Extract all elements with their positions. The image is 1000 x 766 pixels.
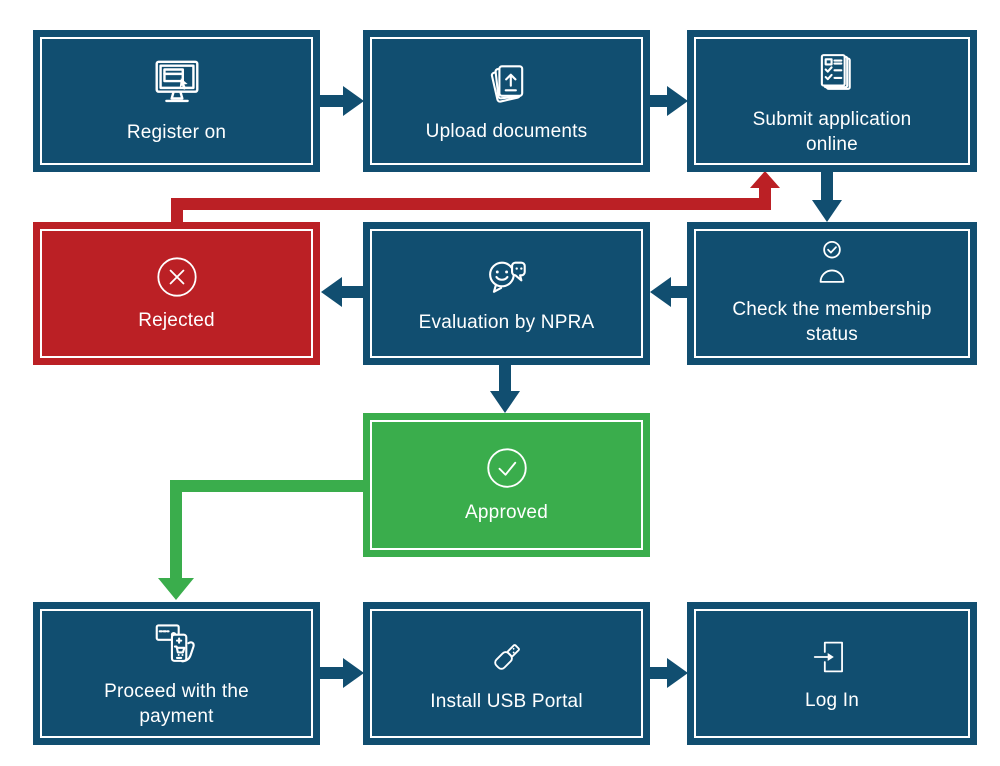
node-register: Register on <box>33 30 320 172</box>
edge-evaluation-approved-shaft <box>499 365 511 392</box>
node-submit: Submit application online <box>687 30 977 172</box>
node-evaluation: Evaluation by NPRA <box>363 222 650 365</box>
node-register-label: Register on <box>126 122 227 144</box>
edge-payment-usb-arrowhead <box>343 658 364 688</box>
node-check: Check the membership status <box>687 222 977 365</box>
edge-evaluation-approved-arrowhead <box>490 391 520 413</box>
edge-usb-login-arrowhead <box>667 658 688 688</box>
edge-rejected-submit-upright <box>759 187 771 210</box>
edge-submit-check-shaft <box>821 172 833 201</box>
edge-check-evaluation-arrowhead <box>650 277 671 307</box>
edge-payment-usb-shaft <box>320 667 345 679</box>
node-payment: Proceed with the payment <box>33 602 320 745</box>
node-rejected-label: Rejected <box>138 309 215 331</box>
edge-approved-payment-downright <box>170 480 182 578</box>
edge-approved-payment-horizontal <box>170 480 363 492</box>
login-icon <box>813 641 843 672</box>
node-login-label: Log In <box>804 689 860 711</box>
edge-upload-submit-arrowhead <box>667 86 688 116</box>
edge-usb-login-shaft <box>650 667 669 679</box>
application-form-icon <box>820 53 851 90</box>
node-check-label: Check the membership status <box>732 299 932 345</box>
node-login: Log In <box>687 602 977 745</box>
computer-register-icon <box>155 60 198 103</box>
node-approved-label: Approved <box>465 502 548 524</box>
edge-rejected-submit-arrowhead <box>750 171 780 188</box>
node-rejected: Rejected <box>33 222 320 365</box>
usb-drive-icon <box>493 643 520 670</box>
upload-documents-icon <box>490 65 523 103</box>
cross-circle-icon <box>156 257 197 297</box>
node-usb: Install USB Portal <box>363 602 650 745</box>
edge-evaluation-rejected-arrowhead <box>321 277 342 307</box>
edge-register-upload-arrowhead <box>343 86 364 116</box>
edge-submit-check-arrowhead <box>812 200 842 222</box>
check-circle-icon <box>486 448 527 488</box>
edge-upload-submit-shaft <box>650 95 669 107</box>
node-upload: Upload documents <box>363 30 650 172</box>
edge-approved-payment-arrowhead <box>158 578 194 600</box>
node-payment-label: Proceed with the payment <box>104 681 249 727</box>
node-approved: Approved <box>363 413 650 557</box>
edge-check-evaluation-shaft <box>666 286 687 298</box>
member-check-icon <box>819 241 845 284</box>
mobile-payment-icon <box>155 624 195 663</box>
node-usb-label: Install USB Portal <box>430 690 583 712</box>
edge-register-upload-shaft <box>320 95 345 107</box>
chat-evaluation-icon <box>488 261 526 293</box>
edge-evaluation-rejected-shaft <box>340 286 363 298</box>
node-upload-label: Upload documents <box>425 121 588 143</box>
node-submit-label: Submit application online <box>752 108 912 155</box>
edge-rejected-submit-horizontal <box>171 198 771 210</box>
node-evaluation-label: Evaluation by NPRA <box>418 311 595 333</box>
